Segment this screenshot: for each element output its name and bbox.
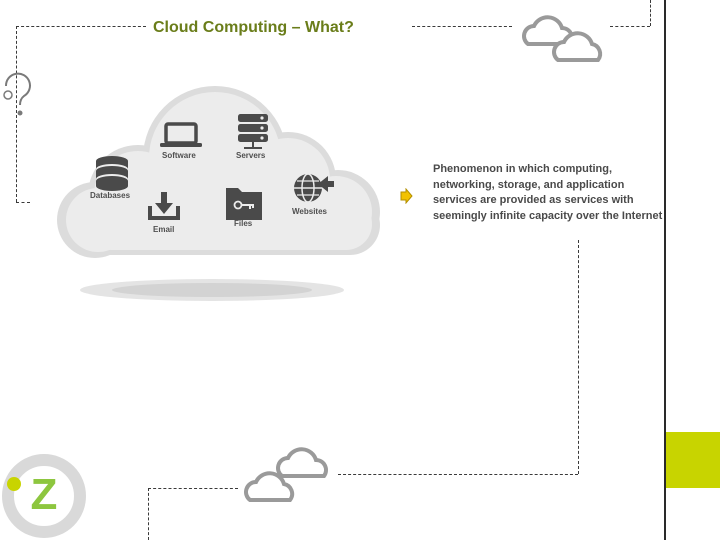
database-icon xyxy=(96,156,128,191)
cloud-label-software: Software xyxy=(162,151,196,160)
arrow-right-icon xyxy=(399,188,413,204)
cloud-label-servers: Servers xyxy=(236,151,265,160)
cloud-outline-icon-bottom xyxy=(246,449,326,500)
cloud-label-email: Email xyxy=(153,225,174,234)
folder-icon xyxy=(226,188,262,220)
cloud-label-websites: Websites xyxy=(292,207,327,216)
question-mark-icon xyxy=(4,74,30,116)
logo-letter: Z xyxy=(27,470,61,520)
cloud-shadow-inner xyxy=(112,283,312,297)
definition-text: Phenomenon in which computing, networkin… xyxy=(433,162,663,225)
cloud-label-files: Files xyxy=(234,219,252,228)
cloud-outline-icon-top xyxy=(524,17,600,60)
cloud-label-databases: Databases xyxy=(90,191,130,200)
slide-title: Cloud Computing – What? xyxy=(153,19,354,37)
